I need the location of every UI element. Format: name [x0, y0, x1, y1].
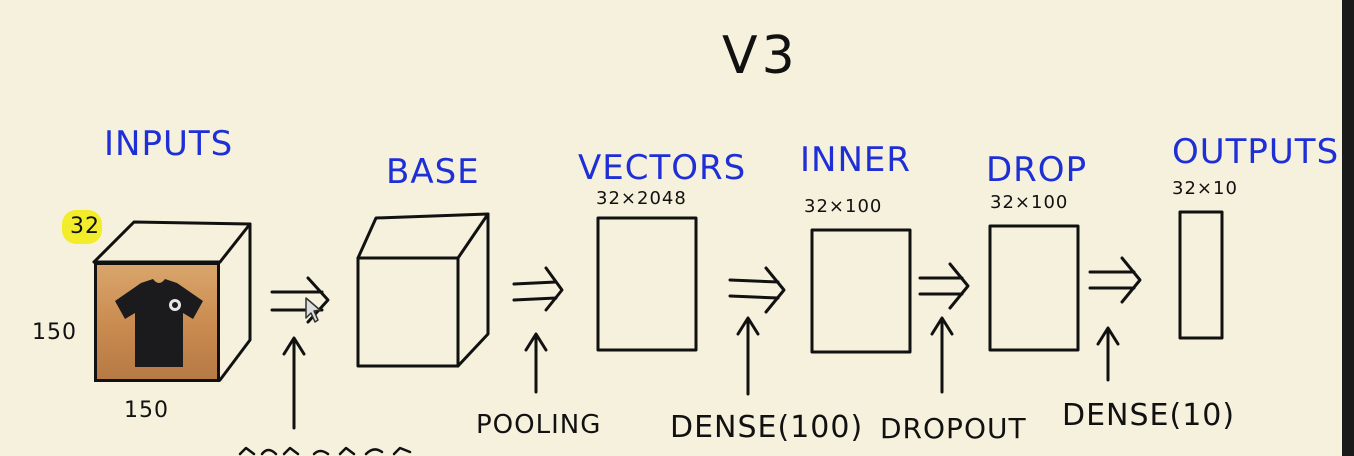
screen-edge — [1342, 0, 1354, 456]
arrow-vectors-inner — [728, 266, 786, 314]
tshirt-icon — [115, 279, 203, 367]
up-arrow-dense-100 — [736, 316, 760, 396]
vectors-box — [596, 216, 698, 352]
drop-box — [988, 224, 1080, 352]
cut-off-scribble — [238, 446, 412, 456]
label-inner: INNER — [800, 140, 912, 180]
op-dense-10: DENSE(10) — [1062, 398, 1236, 433]
dim-vectors: 32×2048 — [596, 188, 687, 209]
dim-inner: 32×100 — [804, 196, 883, 217]
label-base: BASE — [386, 152, 480, 192]
up-arrow-pooling — [524, 332, 548, 394]
outputs-box — [1178, 210, 1224, 340]
up-arrow-dense-10 — [1096, 326, 1120, 382]
mouse-cursor — [305, 297, 321, 323]
base-cube — [356, 212, 490, 368]
dim-drop: 32×100 — [990, 192, 1069, 213]
up-arrow-base-model — [282, 336, 306, 430]
arrow-inputs-base — [270, 276, 330, 324]
inner-box — [810, 228, 912, 354]
input-image-tshirt — [94, 262, 220, 382]
label-inputs: INPUTS — [104, 124, 234, 164]
label-drop: DROP — [986, 150, 1088, 190]
diagram-title: V3 — [722, 26, 799, 86]
label-outputs: OUTPUTS — [1172, 132, 1340, 172]
arrow-inner-drop — [918, 262, 970, 310]
op-pooling: POOLING — [476, 410, 602, 440]
arrow-drop-outputs — [1088, 256, 1142, 304]
dim-outputs: 32×10 — [1172, 178, 1238, 199]
dim-height: 150 — [32, 320, 77, 345]
op-dense-100: DENSE(100) — [670, 410, 864, 445]
label-vectors: VECTORS — [578, 148, 747, 188]
arrow-base-vectors — [512, 266, 564, 312]
dim-width: 150 — [124, 398, 169, 423]
op-dropout: DROPOUT — [880, 412, 1027, 445]
dim-batch: 32 — [70, 214, 100, 239]
up-arrow-dropout — [930, 316, 954, 394]
